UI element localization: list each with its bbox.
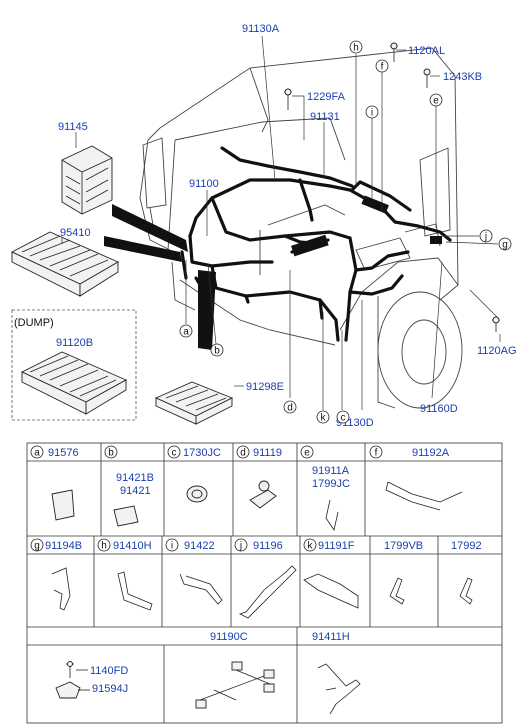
legend-table <box>26 442 503 724</box>
cell-i-part: 91422 <box>184 540 215 552</box>
bolt-1229FA-icon <box>284 88 292 110</box>
callout-91120B: 91120B <box>56 337 93 349</box>
marker-e: e <box>433 96 439 107</box>
bracket-91410H-icon <box>117 571 153 611</box>
clip-17992-icon <box>459 577 473 605</box>
callout-91298E: 91298E <box>246 381 284 393</box>
callout-91160D: 91160D <box>420 403 458 415</box>
cell-k-part: 91191F <box>318 540 355 552</box>
bolt-1120AG-icon <box>492 316 500 332</box>
marker-j: j <box>484 232 487 243</box>
legend-row-1-parts <box>51 480 463 532</box>
marker-g: g <box>502 240 508 251</box>
cell-91594J-part: 91594J <box>92 683 128 695</box>
legend-row-3-parts <box>55 661 361 715</box>
dump-dashed-box <box>11 309 137 421</box>
legend-row-2-parts <box>51 565 473 619</box>
bracket-91411H-icon <box>317 663 361 715</box>
cap-91594J-icon <box>55 681 81 699</box>
marker-d: d <box>287 403 293 414</box>
cell-91190C-part: 91190C <box>210 631 248 643</box>
cell-i-letter: i <box>171 541 173 552</box>
bracket-91196-icon <box>238 565 297 619</box>
cell-17992-part: 17992 <box>451 540 482 552</box>
cell-h-letter: h <box>101 541 107 552</box>
cell-1799VB-part: 1799VB <box>384 540 423 552</box>
cell-e-part1: 91911A <box>312 465 350 477</box>
callout-1120AG: 1120AG <box>477 345 517 357</box>
cell-g-letter: g <box>34 541 40 552</box>
marker-k: k <box>321 413 327 424</box>
cell-91411H-part: 91411H <box>312 631 350 643</box>
marker-h: h <box>353 43 359 54</box>
wiring-harness <box>180 146 452 342</box>
cell-j-part: 91196 <box>253 540 283 552</box>
marker-i: i <box>371 108 373 119</box>
legend-row-3: 91190C 91411H 1140FD 91594J <box>90 631 350 695</box>
callout-91131: 91131 <box>310 111 340 123</box>
letter-markers: h f i e j g a b d k c <box>179 40 512 424</box>
cell-a-letter: a <box>34 448 40 459</box>
cell-h-part: 91410H <box>113 540 152 552</box>
fuse-block-icon <box>154 381 234 425</box>
cell-c-letter: c <box>172 448 177 459</box>
junction-box-icon <box>10 231 119 297</box>
leader-lines <box>61 35 501 410</box>
cell-b-part2: 91421 <box>120 485 151 497</box>
cell-e-part2: 1799JC <box>312 478 350 490</box>
cell-k-letter: k <box>308 541 314 552</box>
pad-91421-icon <box>113 505 139 527</box>
marker-f: f <box>381 62 384 73</box>
cell-g-part: 91194B <box>45 540 82 552</box>
cell-d-letter: d <box>240 448 246 459</box>
marker-b: b <box>214 346 220 357</box>
harness-91190C-icon <box>195 661 275 709</box>
legend-row-1: a 91576 b 91421B 91421 c 1730JC d 91119 … <box>30 445 450 497</box>
label-dump: (DUMP) <box>14 317 54 329</box>
cell-b-letter: b <box>108 448 114 459</box>
marker-c: c <box>341 413 346 424</box>
bolt-1243KB-icon <box>423 68 431 88</box>
harness-duct <box>104 204 216 350</box>
bracket-91194B-icon <box>51 567 71 611</box>
cell-c-part: 1730JC <box>183 447 221 459</box>
bracket-91191F-icon <box>303 573 359 609</box>
grommet-91119-icon <box>249 489 277 509</box>
bracket-91192A-icon <box>385 481 463 511</box>
clip-1799VB-icon <box>389 577 405 605</box>
cell-f-letter: f <box>375 448 378 459</box>
junction-block-dump-icon <box>20 351 128 415</box>
cell-a-part: 91576 <box>48 447 79 459</box>
callout-91130A: 91130A <box>242 23 280 35</box>
cell-d-part: 91119 <box>253 447 282 459</box>
cell-1140FD-part: 1140FD <box>90 665 128 677</box>
callout-95410: 95410 <box>60 227 91 239</box>
cell-f-part: 91192A <box>412 447 450 459</box>
bracket-91422-icon <box>179 573 223 605</box>
callout-1120AL: 1120AL <box>408 45 445 57</box>
callout-91100: 91100 <box>189 178 219 190</box>
truck-cab-outline <box>139 47 463 409</box>
marker-a: a <box>183 327 189 338</box>
relay-block-icon <box>61 145 113 215</box>
bolt-1120AL-icon <box>390 42 398 62</box>
cell-e-letter: e <box>304 448 310 459</box>
clip-91576-icon <box>51 489 75 521</box>
cell-j-letter: j <box>239 541 242 552</box>
legend-row-2: g 91194B h 91410H i 91422 j 91196 k 9119… <box>30 538 482 552</box>
cell-b-part1: 91421B <box>116 472 154 484</box>
callout-91145: 91145 <box>58 121 88 133</box>
callout-1229FA: 1229FA <box>307 91 346 103</box>
callout-1243KB: 1243KB <box>443 71 482 83</box>
bracket-91911A-icon <box>325 499 339 532</box>
